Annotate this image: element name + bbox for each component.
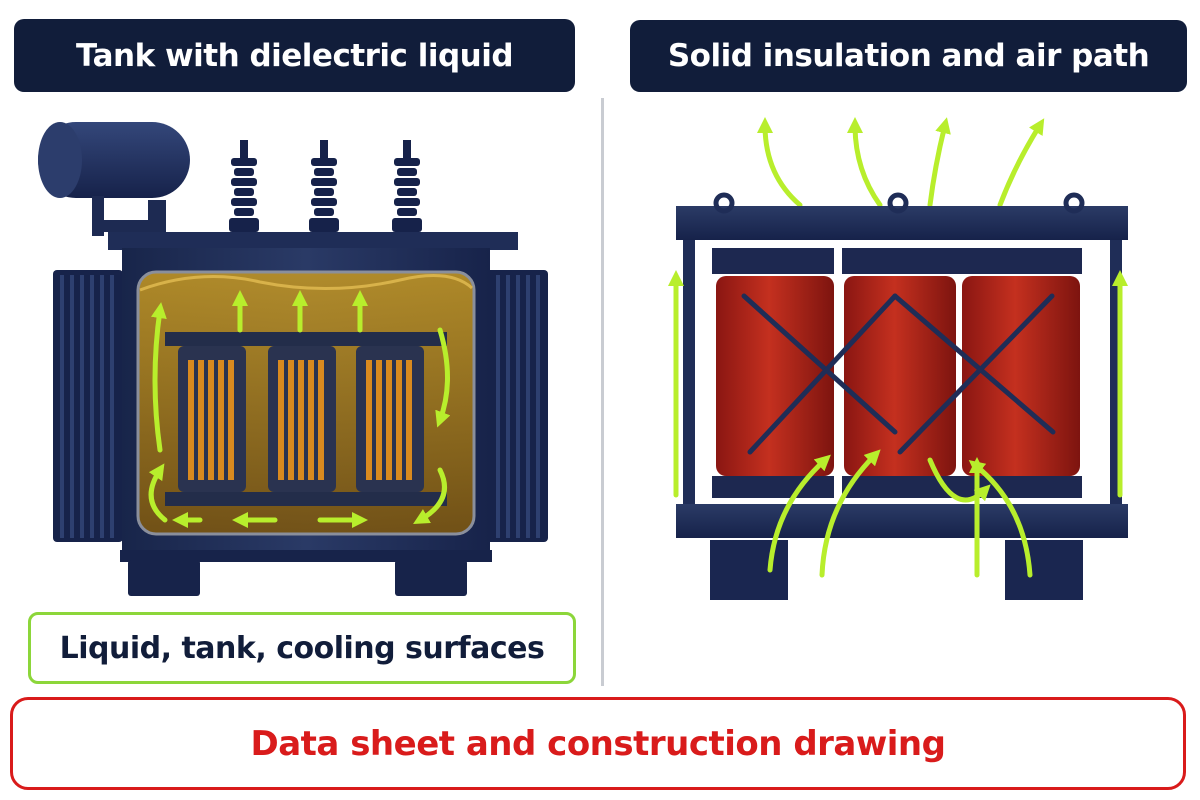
air-outflow-arrows — [757, 117, 1045, 208]
radiator-left — [53, 270, 123, 542]
core-and-coils — [165, 332, 447, 506]
top-frame — [676, 192, 1128, 240]
frame-post-left — [683, 240, 695, 510]
oil-transformer-illustration — [38, 122, 548, 596]
conservator-tank — [38, 122, 190, 240]
bottom-frame — [676, 504, 1128, 600]
cast-resin-coils — [712, 248, 1082, 498]
air-side-arrows — [667, 269, 1129, 498]
left-panel-caption: Liquid, tank, cooling surfaces — [28, 612, 576, 684]
panel-divider — [601, 98, 604, 686]
bushings — [229, 140, 422, 232]
left-panel-title: Tank with dielectric liquid — [14, 19, 575, 92]
oil-flow-arrows — [148, 289, 451, 529]
tank-lid — [108, 232, 518, 250]
air-inflow-arrows — [767, 449, 1033, 578]
right-panel-title: Solid insulation and air path — [630, 20, 1187, 92]
bracing-rods — [741, 293, 1056, 455]
base-skids — [120, 550, 492, 596]
dry-transformer-illustration — [667, 117, 1129, 600]
footer-callout: Data sheet and construction drawing — [10, 697, 1186, 790]
